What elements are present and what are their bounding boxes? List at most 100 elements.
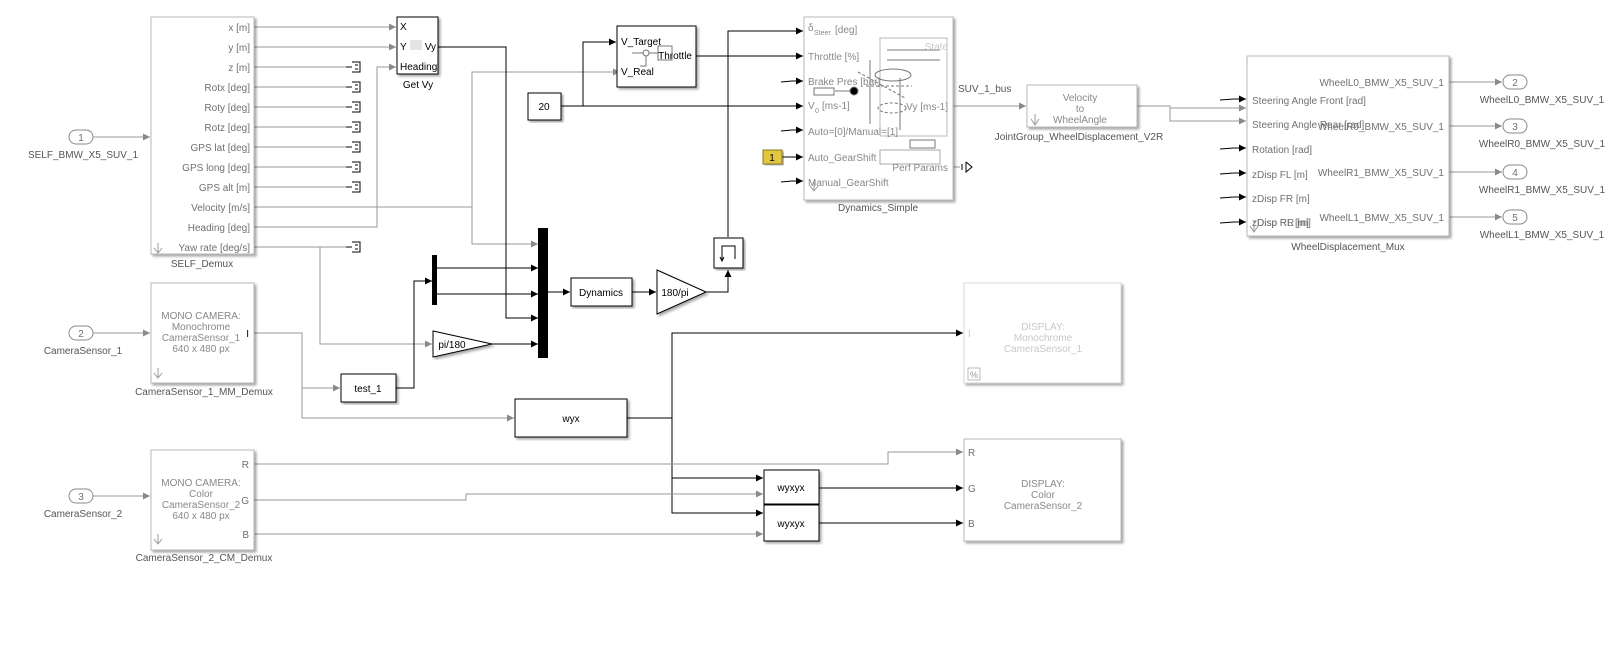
dynsimple-in-autogear: Auto_GearShift: [808, 153, 877, 164]
down-arrow-icon: [153, 368, 163, 379]
outport-name: WheelR1_BMW_X5_SUV_1: [1479, 185, 1606, 196]
disp-mono-line-0: DISPLAY:: [1021, 322, 1065, 333]
wheel-mux-name: WheelDisplacement_Mux: [1291, 242, 1404, 253]
terminator-icon: [346, 141, 361, 153]
cam1-line-3: 640 x 480 px: [172, 344, 229, 355]
mux-bar-1[interactable]: [432, 255, 437, 305]
terminator-group: [346, 61, 361, 253]
percent-badge-text: %: [970, 370, 978, 380]
constant-20-block[interactable]: 20: [527, 92, 562, 121]
inport-2-name: CameraSensor_1: [44, 346, 123, 357]
perf-params-terminator: [961, 161, 973, 174]
get-vy-block[interactable]: X Y Heading Vy Get Vy: [396, 16, 439, 91]
cam2-port-b: B: [242, 530, 249, 541]
cam2-port-g: G: [241, 496, 249, 507]
disp-color-port-r: R: [968, 448, 975, 459]
disp-mono-port-i: I: [968, 329, 971, 340]
self-demux-port-label: z [m]: [228, 63, 250, 74]
disp-color-line-2: CameraSensor_2: [1004, 501, 1083, 512]
getvy-icon: [410, 40, 422, 50]
wyxyx-block-1[interactable]: wyxyx: [763, 469, 820, 505]
display-monochrome-block[interactable]: DISPLAY: Monochrome CameraSensor_1 I %: [963, 282, 1122, 384]
gain-180-over-pi[interactable]: 180/pi: [656, 269, 708, 315]
inport-3-name: CameraSensor_2: [44, 509, 123, 520]
wheel-displacement-mux-block[interactable]: Steering Angle Front [rad]Steering Angle…: [1246, 55, 1450, 253]
get-vy-name: Get Vy: [403, 80, 433, 91]
wyx-block[interactable]: wyx: [514, 398, 628, 438]
wheel-mux-output-label: WheelR1_BMW_X5_SUV_1: [1318, 168, 1445, 179]
v2w-name: JointGroup_WheelDisplacement_V2R: [995, 132, 1163, 143]
getvy-out-vy: Vy: [425, 42, 436, 53]
display-color-block[interactable]: DISPLAY: Color CameraSensor_2 R G B: [963, 438, 1122, 542]
self-demux-port-label: Yaw rate [deg/s]: [178, 243, 250, 254]
bus-label: SUV_1_bus: [958, 84, 1011, 95]
throttle-controller-block[interactable]: V_Target V_Real Throttle: [616, 25, 697, 88]
self-demux-block[interactable]: x [m]y [m]z [m]Rotx [deg]Roty [deg]Rotz …: [150, 16, 255, 270]
cam1-port-i: I: [246, 329, 249, 340]
gain-pi-over-180[interactable]: pi/180: [432, 330, 493, 358]
wyxyx-block-2[interactable]: wyxyx: [763, 504, 820, 542]
getvy-in-heading: Heading: [400, 62, 437, 73]
cam1-demux-name: CameraSensor_1_MM_Demux: [135, 387, 273, 398]
wyxyx-1-label: wyxyx: [776, 483, 804, 494]
wheel-mux-input-label: zDisp FR [m]: [1252, 194, 1310, 205]
outport-name: WheelL0_BMW_X5_SUV_1: [1480, 95, 1605, 106]
self-demux-port-label: x [m]: [228, 23, 250, 34]
memory-icon: [721, 245, 736, 261]
camera2-demux-block[interactable]: MONO CAMERA: Color CameraSensor_2 640 x …: [136, 449, 273, 564]
percent-badge-icon: [967, 367, 981, 381]
terminator-icon: [346, 121, 361, 133]
velocity-to-wheelangle-block[interactable]: Velocity to WheelAngle JointGroup_WheelD…: [995, 84, 1163, 143]
test-1-block[interactable]: test_1: [340, 373, 397, 403]
v2w-line-2: WheelAngle: [1053, 115, 1107, 126]
constant-1-block[interactable]: 1: [762, 149, 783, 165]
dynamics-block[interactable]: Dynamics: [570, 277, 633, 307]
terminator-icon: [346, 101, 361, 113]
cam2-port-r: R: [242, 460, 249, 471]
cam1-line-2: CameraSensor_1: [162, 333, 241, 344]
self-demux-port-label: Velocity [m/s]: [191, 203, 250, 214]
signal-lines: [93, 23, 1502, 538]
dynamics-simple-block[interactable]: δ Steer [deg] Throttle [%] Brake Pres [b…: [803, 16, 954, 214]
inport-2[interactable]: 2 CameraSensor_1: [44, 325, 123, 357]
outport-number: 3: [1512, 122, 1518, 133]
dynsimple-in-ms: [ms-1]: [822, 101, 850, 112]
vehicle-dynamics-icon: [813, 37, 948, 165]
dynsimple-in-steer-sub: Steer: [814, 30, 831, 37]
camera1-demux-block[interactable]: MONO CAMERA: Monochrome CameraSensor_1 6…: [135, 282, 273, 398]
dynamics-label: Dynamics: [579, 288, 623, 299]
mux-bar-2[interactable]: [538, 228, 548, 358]
inport-1[interactable]: 1 SELF_BMW_X5_SUV_1: [28, 129, 138, 161]
svg-text:2: 2: [78, 329, 84, 340]
terminator-icon: [346, 181, 361, 193]
outport-number: 5: [1512, 213, 1518, 224]
constant-20-value: 20: [538, 102, 550, 113]
dynsimple-out-vy: Vy [ms-1]: [906, 102, 948, 113]
cam1-line-0: MONO CAMERA:: [161, 311, 240, 322]
cam2-demux-name: CameraSensor_2_CM_Demux: [136, 553, 273, 564]
terminator-icon: [346, 241, 361, 253]
getvy-in-x: X: [400, 22, 407, 33]
memory-block[interactable]: [713, 237, 744, 269]
dynsimple-in-v: V: [808, 101, 815, 112]
outport-number: 2: [1512, 78, 1518, 89]
throttle-in-vtarget: V_Target: [621, 37, 661, 48]
dynsimple-in-automanual: Auto=[0]/Manual=[1]: [808, 127, 898, 138]
wheel-mux-ports: Steering Angle Front [rad]Steering Angle…: [1252, 78, 1444, 229]
inport-3[interactable]: 3 CameraSensor_2: [44, 488, 123, 520]
down-arrow-icon: [153, 243, 163, 254]
throttle-out: Throttle: [658, 51, 692, 62]
test-1-label: test_1: [354, 384, 382, 395]
pid-icon: [632, 45, 673, 67]
disp-color-line-1: Color: [1031, 490, 1056, 501]
wheel-mux-output-label: WheelL0_BMW_X5_SUV_1: [1319, 78, 1444, 89]
terminator-icon: [346, 61, 361, 73]
self-demux-port-label: Rotz [deg]: [204, 123, 250, 134]
inport-1-name: SELF_BMW_X5_SUV_1: [28, 150, 138, 161]
